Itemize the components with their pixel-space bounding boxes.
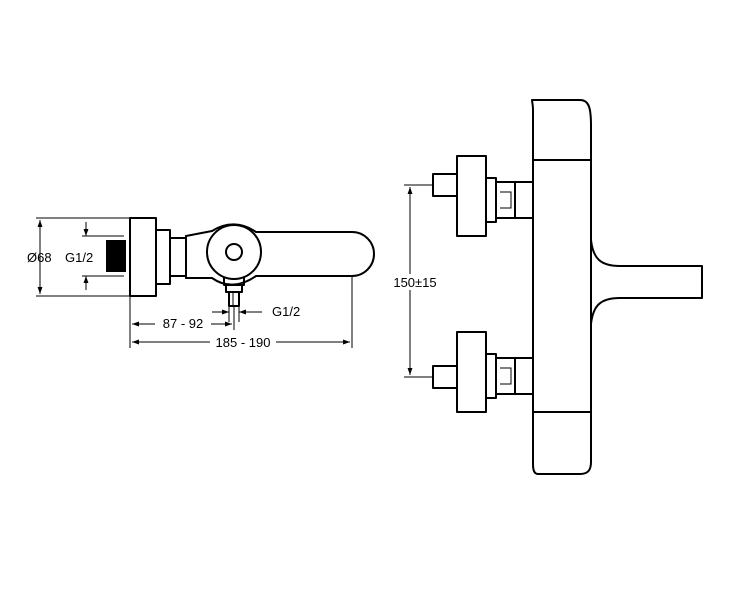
lower-inlet-nut-detail	[500, 367, 512, 385]
inlet-thread-label: G1/2	[65, 250, 93, 265]
offset-dimension-label: 87 - 92	[163, 316, 203, 331]
spacing-label-bg	[388, 274, 442, 290]
lower-inlet-pipe	[432, 365, 458, 389]
connection-neck	[169, 237, 187, 277]
upper-inlet-pipe	[432, 173, 458, 197]
inlet-thread-block	[106, 240, 126, 272]
diameter-label: Ø68	[27, 250, 52, 265]
outlet-thread-label: G1/2	[272, 304, 300, 319]
length-dimension-label: 185 - 190	[216, 335, 271, 350]
offset-label-bg	[155, 314, 211, 330]
upper-inlet-collar	[485, 177, 497, 223]
spout-arm	[590, 239, 703, 325]
length-label-bg	[210, 333, 276, 349]
lower-inlet-nut	[495, 357, 516, 395]
upper-inlet-body	[514, 181, 534, 219]
mixer-body-vertical	[532, 159, 592, 413]
front-view: 150±15	[388, 99, 703, 475]
control-knob	[206, 224, 262, 280]
upper-inlet-nut-detail	[500, 191, 512, 209]
inlet-thread-extension-lines	[82, 235, 124, 277]
lower-flange	[456, 331, 487, 413]
bottom-cap	[532, 411, 592, 475]
upper-flange	[456, 155, 487, 237]
flange-step	[155, 229, 171, 285]
lower-inlet-body	[514, 357, 534, 395]
knob-center-icon	[225, 243, 243, 261]
spacing-extension-lines	[404, 184, 433, 378]
top-cap	[531, 99, 592, 161]
side-view: Ø68 G1/2 G1/2 87 - 92 185 - 190	[27, 217, 375, 350]
spacing-dimension-label: 150±15	[393, 275, 436, 290]
lower-inlet-collar	[485, 353, 497, 399]
outlet-spout	[228, 291, 240, 307]
diameter-extension-lines	[36, 217, 130, 297]
wall-flange	[129, 217, 157, 297]
upper-inlet-nut	[495, 181, 516, 219]
outlet-nut	[225, 284, 243, 293]
offset-extension-lines	[129, 296, 235, 348]
